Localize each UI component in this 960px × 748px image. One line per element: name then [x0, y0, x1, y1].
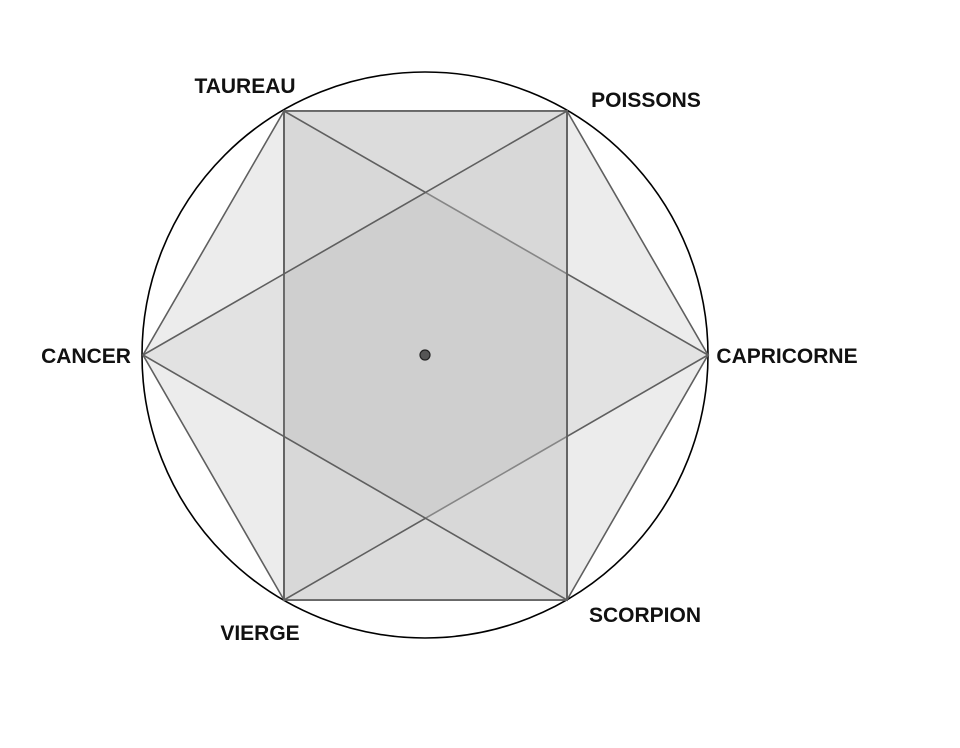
label-taureau: TAUREAU — [194, 75, 295, 98]
label-vierge: VIERGE — [220, 622, 299, 645]
label-cancer: CANCER — [41, 345, 131, 368]
label-poissons: POISSONS — [591, 89, 701, 112]
label-scorpion: SCORPION — [589, 604, 701, 627]
label-capricorne: CAPRICORNE — [716, 345, 857, 368]
rectangle-outline — [283, 110, 568, 601]
center-dot — [419, 349, 431, 361]
